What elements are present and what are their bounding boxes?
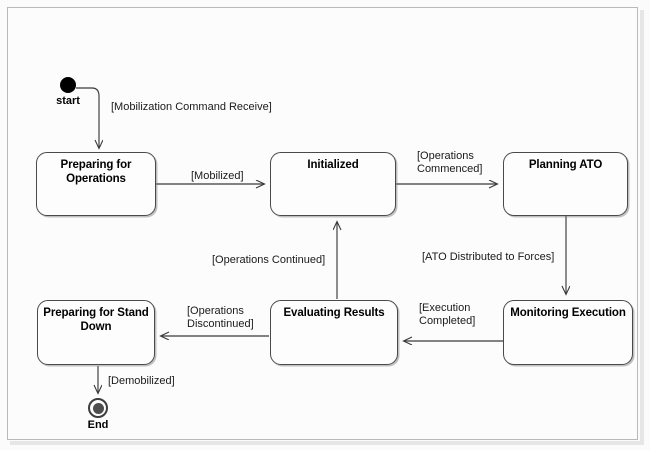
state-monitoring-execution[interactable]: Monitoring Execution [503, 300, 633, 365]
state-evaluating-results[interactable]: Evaluating Results [270, 300, 398, 365]
initial-pseudostate-icon[interactable] [60, 77, 76, 93]
frame-shadow-bottom [10, 441, 644, 445]
final-state-inner-dot [92, 402, 104, 414]
state-label: Monitoring Execution [510, 307, 626, 319]
state-label: Evaluating Results [283, 307, 385, 319]
diagram-frame [7, 7, 638, 440]
guard-label-operations-continued: [Operations Continued] [212, 254, 326, 266]
guard-label-demobilized: [Demobilized] [108, 375, 175, 387]
state-label: Planning ATO [528, 159, 603, 171]
guard-label-mobilized: [Mobilized] [191, 170, 244, 182]
frame-shadow-right [640, 10, 644, 443]
state-initialized[interactable]: Initialized [270, 152, 396, 216]
initial-pseudostate-label: start [56, 95, 80, 107]
state-planning-ato[interactable]: Planning ATO [503, 152, 628, 216]
guard-label-mobilization-command-receive: [Mobilization Command Receive] [111, 101, 272, 113]
final-state-label: End [87, 419, 109, 431]
guard-label-ato-distributed-to-forces: [ATO Distributed to Forces] [422, 251, 555, 263]
state-label: Initialized [307, 159, 359, 171]
